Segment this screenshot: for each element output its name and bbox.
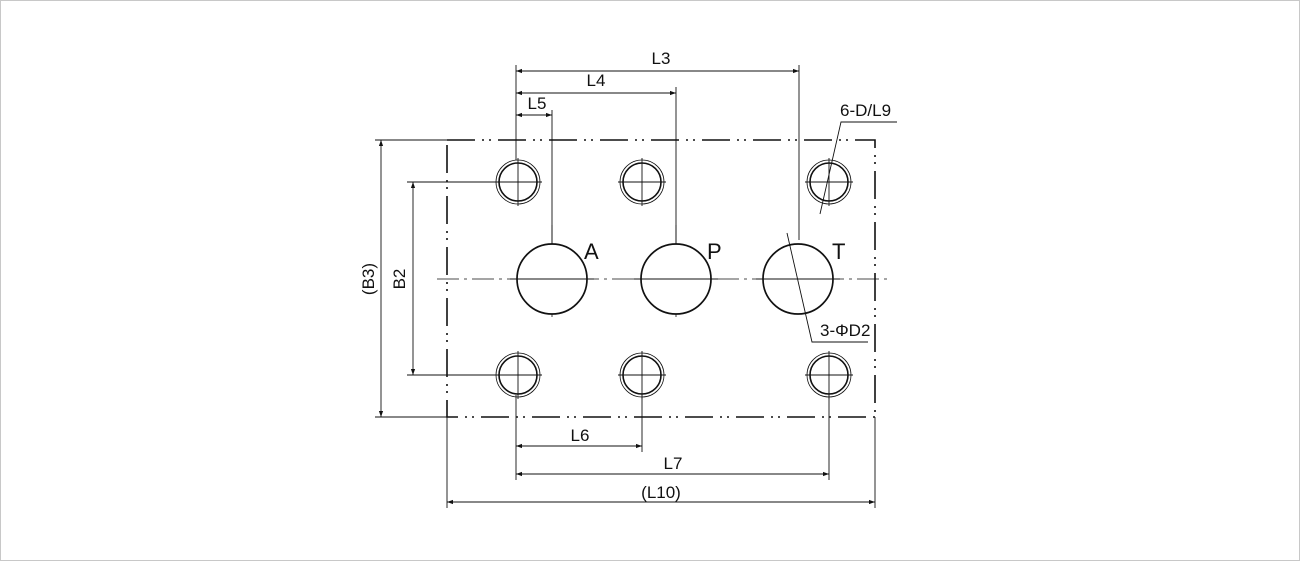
leader-bolt-holes xyxy=(819,121,897,215)
bolt-hole xyxy=(805,158,853,206)
label-b3: (B3) xyxy=(359,263,378,295)
label-l4: L4 xyxy=(587,71,606,90)
label-l6: L6 xyxy=(571,426,590,445)
bolt-hole xyxy=(494,158,542,206)
port-label-a: A xyxy=(584,239,599,264)
extension-lines xyxy=(375,65,876,508)
bolt-holes xyxy=(494,158,853,399)
label-l3: L3 xyxy=(652,49,671,68)
port-holes xyxy=(510,243,840,315)
label-l7: L7 xyxy=(664,454,683,473)
plate-outline xyxy=(446,139,876,418)
bolt-hole xyxy=(618,158,666,206)
label-l5: L5 xyxy=(528,94,547,113)
label-port-holes: 3-ΦD2 xyxy=(820,321,870,340)
bolt-hole xyxy=(805,351,853,399)
label-b2: B2 xyxy=(390,269,409,290)
bolt-hole xyxy=(618,351,666,399)
label-bolt-holes: 6-D/L9 xyxy=(840,101,891,120)
port-label-p: P xyxy=(707,239,722,264)
label-l10: (L10) xyxy=(641,483,681,502)
leader-port-holes xyxy=(786,232,868,343)
port-label-t: T xyxy=(832,239,845,264)
bolt-hole xyxy=(494,351,542,399)
